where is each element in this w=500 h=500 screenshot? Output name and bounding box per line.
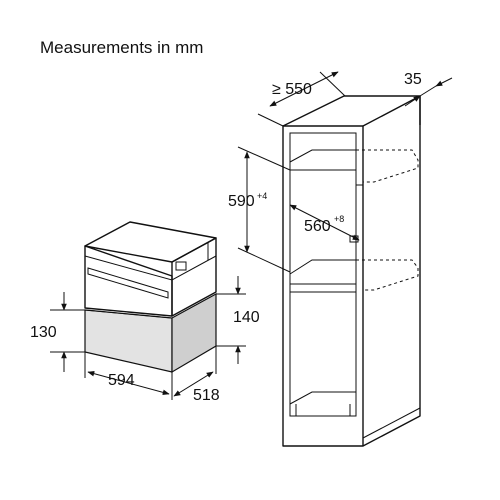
appliance-width-label: 594 (108, 372, 135, 389)
cabinet-side-panel (362, 96, 421, 447)
niche-width-tolerance: +8 (334, 214, 344, 224)
cabinet-top (282, 95, 421, 127)
appliance (84, 221, 217, 317)
appliance-width-dimension: 594 (84, 352, 173, 400)
tall-cabinet (282, 95, 421, 447)
drawer-side (171, 292, 217, 374)
oven-side (171, 237, 217, 317)
niche-height-tolerance: +4 (257, 191, 267, 201)
drawer-body-height-label: 140 (233, 309, 260, 326)
cabinet-depth-dimension: ≥ 550 (257, 71, 346, 127)
cabinet-inner-frame (289, 132, 357, 417)
niche-width-label: 560 (304, 218, 331, 235)
page-title: Measurements in mm (40, 38, 204, 57)
drawer-body-height-dimension: 140 (216, 276, 260, 364)
oven-handle (87, 267, 169, 299)
rear-gap-dimension: 35 (404, 71, 453, 107)
appliance-depth-label: 518 (193, 387, 220, 404)
oven-top (84, 221, 217, 263)
control-panel-mark (175, 261, 187, 271)
rear-gap-label: 35 (404, 71, 422, 88)
niche-height-label: 590 (228, 193, 255, 210)
appliance-depth-dimension: 518 (173, 346, 220, 404)
oven-front (84, 245, 173, 317)
drawer-front-height-label: 130 (30, 324, 57, 341)
cabinet-front-frame (282, 125, 364, 447)
drawer-front (84, 309, 173, 373)
drawer-front-height-dimension: 130 (30, 292, 85, 372)
warming-drawer (84, 292, 217, 374)
niche-height-dimension: 590 +4 (228, 146, 291, 273)
cabinet-depth-label: ≥ 550 (272, 81, 312, 98)
niche-width-dimension: 560 +8 (289, 204, 360, 241)
